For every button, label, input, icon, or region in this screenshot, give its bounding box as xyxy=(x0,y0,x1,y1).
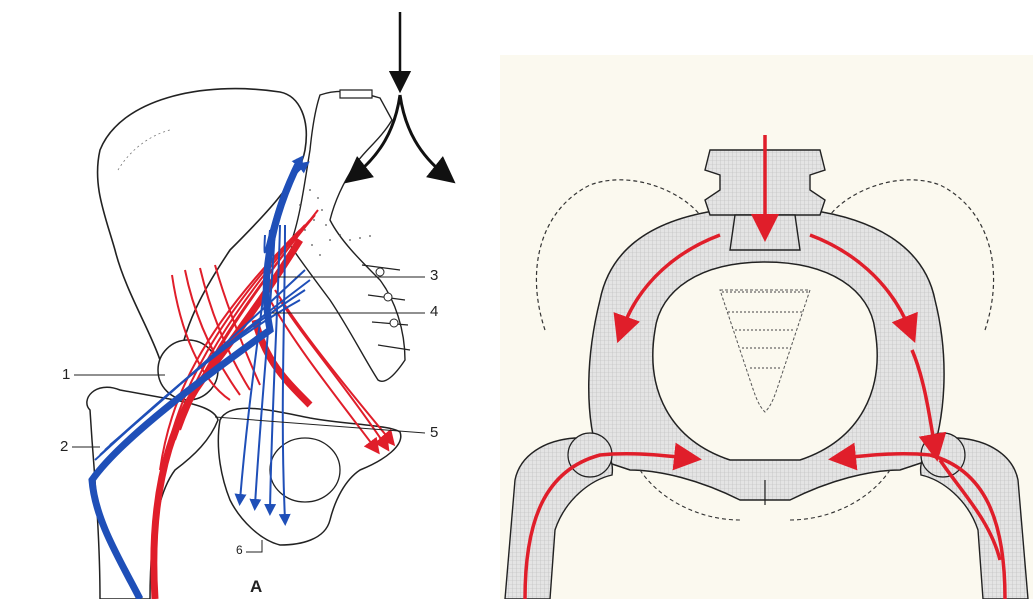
callout-label-4: 4 xyxy=(430,303,438,320)
callout-label-5: 5 xyxy=(430,424,438,441)
callout-label-2: 2 xyxy=(60,438,68,455)
callout-label-6: 6 xyxy=(236,543,243,557)
right-pelvis-figure xyxy=(500,55,1033,599)
callout-label-3: 3 xyxy=(430,267,438,284)
callout-label-1: 1 xyxy=(62,366,70,383)
figure-caption-a: A xyxy=(250,577,262,597)
left-hip-figure xyxy=(72,12,445,599)
pelvic-inlet xyxy=(653,262,877,460)
